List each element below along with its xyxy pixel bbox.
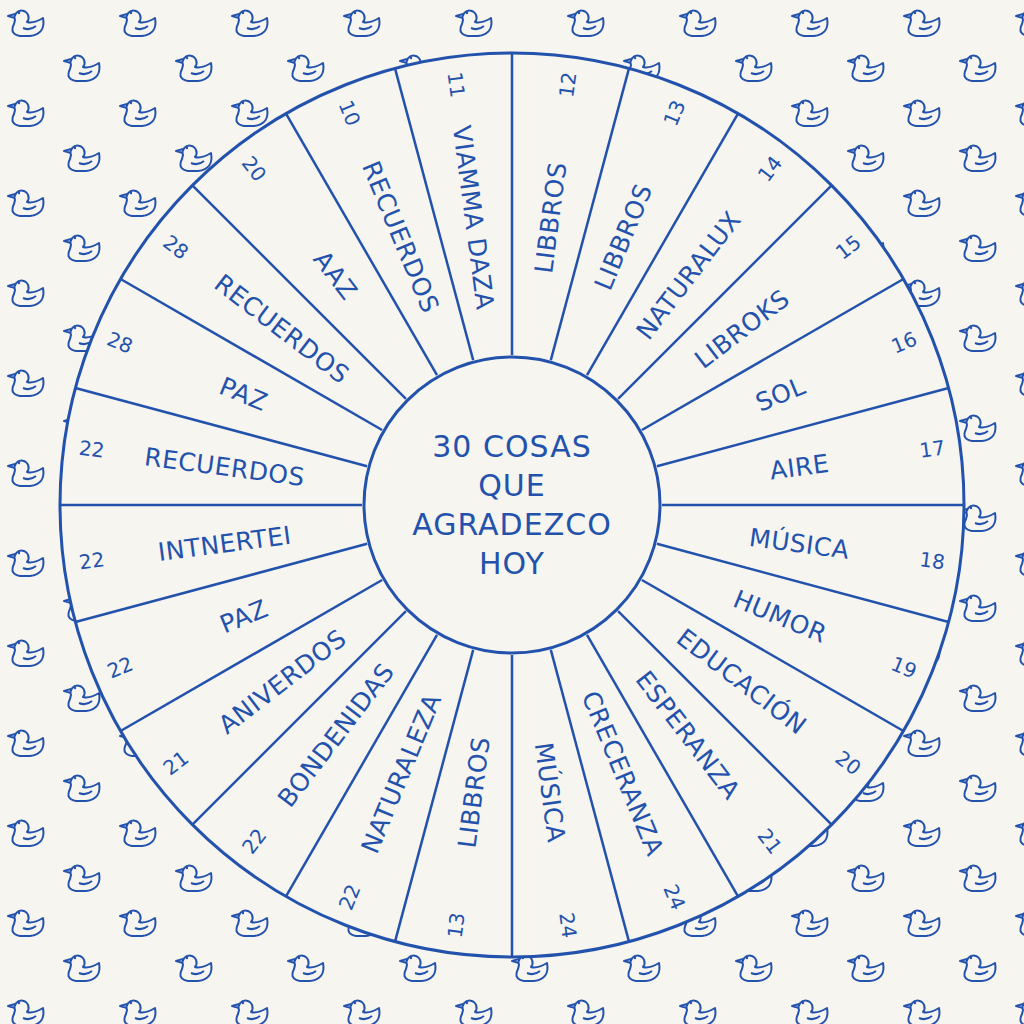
spoke-line bbox=[60, 504, 362, 507]
wheel-segment: 28PAZ bbox=[89, 310, 375, 468]
item-number: 11 bbox=[443, 70, 470, 98]
spoke-line bbox=[511, 655, 514, 957]
item-number: 21 bbox=[753, 824, 788, 859]
circle-outline bbox=[362, 355, 662, 655]
item-number: 28 bbox=[158, 229, 193, 264]
item-number: 20 bbox=[831, 746, 866, 781]
wheel-segment: 18MÚSICA bbox=[666, 500, 958, 589]
item-number: 22 bbox=[236, 824, 271, 859]
item-word: ANIVERDOS bbox=[177, 596, 387, 767]
spoke-line bbox=[511, 53, 514, 355]
item-word: RECUERDOS bbox=[102, 437, 346, 497]
item-number: 20 bbox=[236, 151, 271, 186]
item-number: 12 bbox=[554, 70, 581, 98]
item-number: 28 bbox=[104, 327, 137, 359]
item-number: 22 bbox=[334, 881, 366, 914]
center-circle: 30 COSAS QUE AGRADEZCO HOY bbox=[362, 355, 662, 655]
item-number: 14 bbox=[753, 151, 788, 186]
item-word: INTNERTEI bbox=[102, 513, 346, 573]
wheel-title: 30 COSAS QUE AGRADEZCO HOY bbox=[402, 427, 622, 583]
item-word: LIBROKS bbox=[637, 243, 847, 414]
item-word: RECUERDOS bbox=[177, 243, 387, 414]
spoke-line bbox=[662, 504, 964, 507]
item-number: 13 bbox=[443, 911, 470, 939]
wheel-segment: 17AIRE bbox=[666, 421, 958, 510]
item-number: 18 bbox=[918, 547, 946, 574]
item-word: AIRE bbox=[678, 437, 922, 497]
item-word: MÚSICA bbox=[520, 671, 580, 915]
item-number: 24 bbox=[554, 911, 581, 939]
wheel-segment: 22PAZ bbox=[89, 542, 375, 700]
item-word: LIBBROS bbox=[520, 95, 580, 339]
item-number: 17 bbox=[918, 436, 946, 463]
wheel-segment: 12LIBBROS bbox=[507, 58, 596, 350]
item-number: 10 bbox=[334, 97, 366, 130]
item-number: 24 bbox=[658, 881, 690, 914]
item-number: 15 bbox=[831, 229, 866, 264]
item-number: 13 bbox=[658, 97, 690, 130]
item-word: LIBBROS bbox=[444, 671, 504, 915]
wheel-segment: 24CRECERANZA bbox=[549, 642, 707, 928]
wheel-segment: 22INTNERTEI bbox=[65, 500, 357, 589]
item-number: 22 bbox=[104, 651, 137, 683]
wheel-segment: 22NATURALEZA bbox=[317, 642, 475, 928]
wheel-segment: 13LIBBROS bbox=[549, 82, 707, 368]
item-word: MÚSICA bbox=[678, 513, 922, 573]
wheel-spokes bbox=[60, 53, 964, 957]
item-number: 16 bbox=[888, 327, 921, 359]
item-number: 19 bbox=[888, 651, 921, 683]
item-number: 22 bbox=[77, 547, 105, 574]
wheel-rim bbox=[60, 53, 964, 957]
item-word: RECUERDOS bbox=[341, 119, 461, 354]
wheel-segment: 19HUMOR bbox=[649, 542, 935, 700]
wheel-segment: 22RECUERDOS bbox=[65, 421, 357, 510]
item-number: 21 bbox=[158, 746, 193, 781]
item-word: VIAMMA DAZA bbox=[444, 95, 504, 339]
wheel-segment: 16SOL bbox=[649, 310, 935, 468]
item-number: 22 bbox=[77, 436, 105, 463]
